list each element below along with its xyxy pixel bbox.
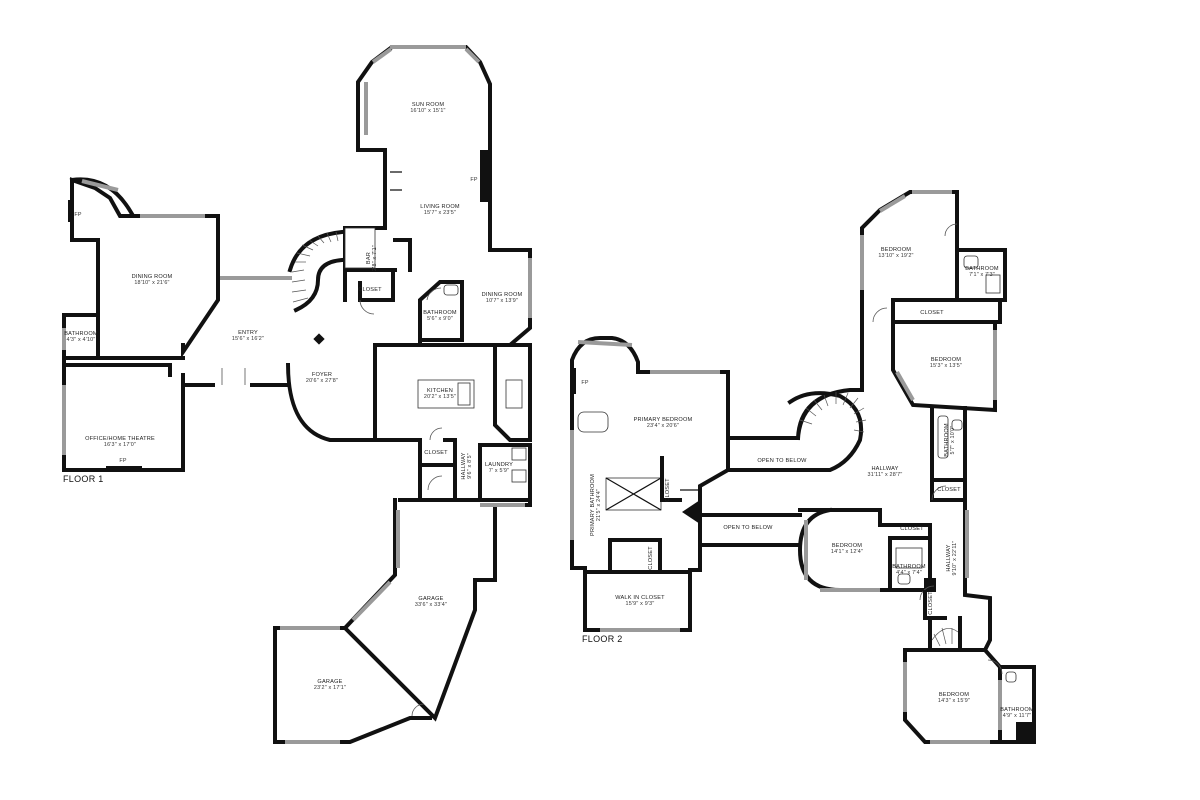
fireplace-marker: FP bbox=[470, 177, 477, 183]
room-dimensions-label: 15'6" x 16'2" bbox=[232, 336, 264, 342]
room-dimensions-label: 4'9" x 11'7" bbox=[1003, 713, 1032, 719]
room-dimensions-label: 9'6" x 8'5" bbox=[467, 453, 473, 479]
room-name-label: DINING ROOM bbox=[132, 274, 173, 280]
room-name-label: HALLWAY bbox=[461, 452, 467, 479]
room-dimensions-label: 5'7" x 10'0" bbox=[950, 426, 956, 455]
room-name-label: CLOSET bbox=[920, 310, 944, 316]
room-name-label: SUN ROOM bbox=[412, 102, 445, 108]
room-dimensions-label: 7' x 5'9" bbox=[489, 468, 509, 474]
room-name-label: BATHROOM bbox=[965, 266, 999, 272]
floor-1-plan bbox=[62, 45, 532, 744]
room-dimensions-label: 18'10" x 21'6" bbox=[134, 280, 169, 286]
room-dimensions-label: 33'6" x 33'4" bbox=[415, 602, 447, 608]
room-dimensions-label: 16'3" x 17'0" bbox=[104, 442, 136, 448]
room-name-label: FOYER bbox=[312, 372, 332, 378]
room-dimensions-label: 5'6" x 9'0" bbox=[427, 316, 453, 322]
room-dimensions-label: 14'1" x 12'4" bbox=[831, 549, 863, 555]
room-name-label: WALK IN CLOSET bbox=[615, 595, 665, 601]
room-dimensions-label: 20'6" x 27'8" bbox=[306, 378, 338, 384]
room-dimensions-label: 31'11" x 28'7" bbox=[868, 472, 903, 478]
floor-2-label: FLOOR 2 bbox=[582, 634, 623, 644]
room-dimensions-label: 14'3" x 15'9" bbox=[938, 698, 970, 704]
fireplace-marker: FP bbox=[74, 212, 81, 218]
room-name-label: DINING ROOM bbox=[482, 292, 523, 298]
room-name-label: PRIMARY BEDROOM bbox=[634, 417, 693, 423]
room-name-label: BEDROOM bbox=[939, 692, 969, 698]
fireplace-marker: FP bbox=[119, 458, 126, 464]
room-name-label: OFFICE/HOME THEATRE bbox=[85, 436, 155, 442]
room-name-label: GARAGE bbox=[317, 679, 342, 685]
room-dimensions-label: 2'8" x 7'1" bbox=[372, 245, 378, 271]
room-dimensions-label: 21'5" x 24'4" bbox=[596, 489, 602, 521]
room-name-label: BATHROOM bbox=[1000, 707, 1034, 713]
room-dimensions-label: 4'4" x 7'4" bbox=[896, 570, 922, 576]
room-name-label: CLOSET bbox=[928, 591, 934, 615]
room-dimensions-label: 15'9" x 9'3" bbox=[626, 601, 655, 607]
room-name-label: PRIMARY BATHROOM bbox=[590, 474, 596, 536]
fireplace-marker: FP bbox=[581, 380, 588, 386]
room-dimensions-label: 23'4" x 20'6" bbox=[647, 423, 679, 429]
room-dimensions-label: 15'3" x 13'5" bbox=[930, 363, 962, 369]
room-name-label: CLOSET bbox=[358, 287, 382, 293]
room-name-label: LAUNDRY bbox=[485, 462, 513, 468]
room-dimensions-label: 16'10" x 15'1" bbox=[410, 108, 445, 114]
room-name-label: BATHROOM bbox=[944, 423, 950, 457]
room-dimensions-label: 10'7" x 13'9" bbox=[486, 298, 518, 304]
room-name-label: GARAGE bbox=[418, 596, 443, 602]
room-name-label: OPEN TO BELOW bbox=[723, 525, 773, 531]
room-name-label: ENTRY bbox=[238, 330, 258, 336]
room-dimensions-label: 15'7" x 23'5" bbox=[424, 210, 456, 216]
room-dimensions-label: 23'2" x 17'1" bbox=[314, 685, 346, 691]
room-name-label: HALLWAY bbox=[946, 544, 952, 571]
room-name-label: KITCHEN bbox=[427, 388, 453, 394]
room-name-label: BATHROOM bbox=[64, 331, 98, 337]
room-name-label: CLOSET bbox=[900, 526, 924, 532]
room-name-label: BAR bbox=[366, 252, 372, 264]
room-name-label: CLOSET bbox=[937, 487, 961, 493]
room-name-label: BEDROOM bbox=[881, 247, 911, 253]
room-name-label: BATHROOM bbox=[423, 310, 457, 316]
room-name-label: BEDROOM bbox=[931, 357, 961, 363]
room-dimensions-label: 7'1" x 7'3" bbox=[969, 272, 995, 278]
room-name-label: CLOSET bbox=[665, 478, 671, 502]
room-name-label: HALLWAY bbox=[871, 466, 898, 472]
room-dimensions-label: 9'10" x 22'11" bbox=[952, 541, 958, 576]
room-dimensions-label: 4'3" x 4'10" bbox=[67, 337, 96, 343]
room-name-label: BATHROOM bbox=[892, 564, 926, 570]
room-name-label: CLOSET bbox=[424, 450, 448, 456]
room-dimensions-label: 13'10" x 19'2" bbox=[878, 253, 913, 259]
room-name-label: CLOSET bbox=[648, 546, 654, 570]
room-dimensions-label: 20'2" x 13'5" bbox=[424, 394, 456, 400]
floor-1-label: FLOOR 1 bbox=[63, 474, 104, 484]
room-name-label: OPEN TO BELOW bbox=[757, 458, 807, 464]
room-name-label: BEDROOM bbox=[832, 543, 862, 549]
room-name-label: LIVING ROOM bbox=[420, 204, 460, 210]
floor-2-plan bbox=[570, 190, 1036, 744]
